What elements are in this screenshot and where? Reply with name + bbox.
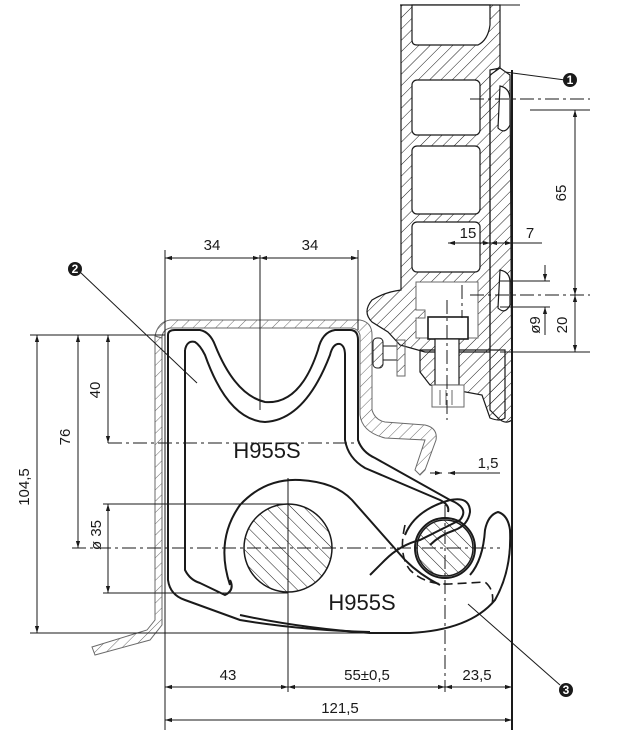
hidden-contour: [401, 524, 494, 606]
callout-marker-icon: [68, 262, 82, 276]
dim-overall-121-5: 121,5: [321, 700, 359, 717]
callout-3: 3: [467, 603, 573, 697]
callout-1-number: 1: [567, 73, 574, 87]
dimension-lines: [30, 109, 590, 723]
callout-2: 2: [68, 262, 198, 384]
part-label-upper: H955S: [233, 438, 300, 463]
dim-hole-diameter: ø9: [527, 316, 544, 334]
dim-vertical-65: 65: [553, 185, 570, 202]
dim-height-40: 40: [87, 382, 104, 399]
dim-bottom-55: 55±0,5: [344, 667, 390, 684]
part-label-lower: H955S: [328, 590, 395, 615]
dim-pin-diameter: ø 35: [88, 520, 105, 550]
bolt-head-icon: [427, 316, 469, 340]
dim-height-76: 76: [57, 429, 74, 446]
housing-bracket: [91, 319, 437, 730]
dim-horizontal-15: 15: [460, 225, 477, 242]
coupling-upper-outline: [167, 329, 465, 576]
dim-height-104-5: 104,5: [16, 468, 33, 506]
center-lines: [72, 98, 590, 692]
callout-1: 1: [504, 71, 577, 87]
housing-top: [154, 319, 437, 476]
callout-marker-icon: [559, 683, 573, 697]
dim-bottom-43: 43: [220, 667, 237, 684]
dim-top-right-34: 34: [302, 237, 319, 254]
callout-2-number: 2: [72, 262, 79, 276]
dim-gap-1-5: 1,5: [478, 455, 499, 472]
dim-vertical-20: 20: [554, 317, 571, 334]
dim-top-left-34: 34: [204, 237, 221, 254]
side-connector: [372, 337, 406, 377]
callout-marker-icon: [563, 73, 577, 87]
bolt-assembly: [419, 300, 506, 421]
coupling-upper-inner: [184, 340, 450, 513]
dim-bottom-23-5: 23,5: [462, 667, 491, 684]
housing-left-wall: [91, 335, 163, 656]
callout-3-number: 3: [563, 683, 570, 697]
dim-horizontal-7: 7: [526, 225, 534, 242]
coupling-lower-outline: [223, 478, 441, 586]
